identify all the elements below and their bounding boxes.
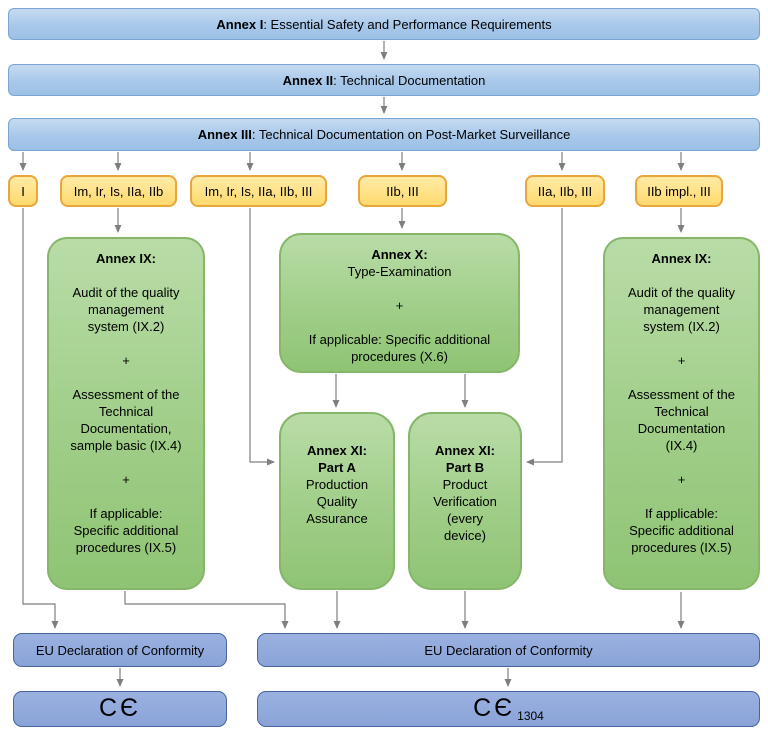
arrow-class-i-eu-doc-left [22, 208, 59, 629]
ce-mark-right: CЄ 1304 [257, 691, 760, 727]
ce-symbol-left: CЄ [98, 693, 142, 722]
class-box-iib-impl-iii: IIb impl., III [635, 175, 723, 207]
banner-annex-iii: Annex III: Technical Documentation on Po… [8, 118, 760, 151]
procedure-annex-ix-left-body: Audit of the quality management system (… [70, 285, 182, 555]
procedure-annex-ix-right-body: Audit of the quality management system (… [628, 285, 735, 555]
arrow-class3-annex-xi-a [249, 208, 275, 466]
class-box-im-ir-is-iia-iib: Im, Ir, Is, IIa, IIb [60, 175, 177, 207]
banner-annex-ii-label: Annex II [282, 72, 334, 88]
ce-symbol-right: CЄ [473, 693, 516, 722]
procedure-annex-ix-left-title: Annex IX: [96, 251, 156, 266]
procedure-annex-xi-part-a: Annex XI: Part A Production Quality Assu… [279, 412, 395, 590]
banner-annex-iii-text: : Technical Documentation on Post-Market… [251, 127, 571, 142]
banner-annex-ii: Annex II: Technical Documentation [8, 64, 760, 96]
procedure-annex-xi-part-b-body: Product Verification (every device) [433, 477, 497, 543]
class-box-i: I [8, 175, 38, 207]
banner-annex-i-label: Annex I [216, 16, 264, 32]
procedure-annex-ix-right: Annex IX: Audit of the quality managemen… [603, 237, 760, 590]
procedure-annex-ix-right-title: Annex IX: [651, 251, 712, 266]
procedure-annex-x-body: Type-Examination + If applicable: Specif… [308, 264, 491, 364]
procedure-annex-x-title: Annex X: [371, 247, 428, 262]
banner-annex-i: Annex I: Essential Safety and Performanc… [8, 8, 760, 40]
procedure-annex-xi-part-a-body: Production Quality Assurance [305, 477, 369, 526]
arrow-annex-ix-left-eu-doc-right [124, 591, 289, 629]
banner-annex-iii-label: Annex III [197, 127, 252, 142]
procedure-annex-xi-part-b-title: Annex XI: Part B [435, 443, 495, 475]
eu-declaration-left: EU Declaration of Conformity [13, 633, 227, 667]
procedure-annex-x: Annex X: Type-Examination + If applicabl… [279, 233, 520, 373]
ce-mark-left: CЄ [13, 691, 227, 727]
eu-declaration-right: EU Declaration of Conformity [257, 633, 760, 667]
procedure-annex-xi-part-a-title: Annex XI: Part A [307, 443, 367, 475]
class-box-iia-iib-iii: IIa, IIb, III [525, 175, 605, 207]
procedure-annex-xi-part-b: Annex XI: Part B Product Verification (e… [408, 412, 522, 590]
procedure-annex-ix-left: Annex IX: Audit of the quality managemen… [47, 237, 205, 590]
class-box-im-ir-is-iia-iib-iii: Im, Ir, Is, IIa, IIb, III [190, 175, 327, 207]
banner-annex-ii-text: : Technical Documentation [333, 72, 486, 88]
arrow-class5-annex-xi-b [526, 208, 563, 466]
notified-body-number: 1304 [517, 709, 544, 723]
class-box-iib-iii: IIb, III [358, 175, 447, 207]
banner-annex-i-text: : Essential Safety and Performance Requi… [263, 16, 552, 32]
